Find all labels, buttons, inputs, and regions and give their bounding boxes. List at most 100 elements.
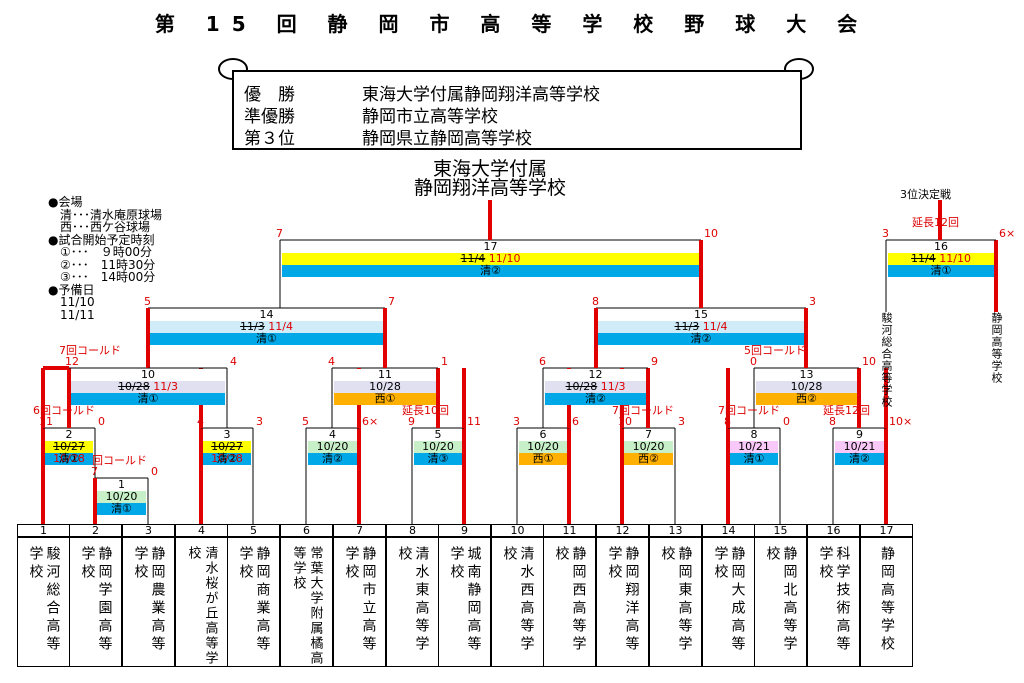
match-venue: 西① bbox=[519, 453, 567, 465]
match-number: 3 bbox=[203, 429, 251, 441]
match-note: 6回コールド bbox=[33, 404, 95, 417]
match-date: 10/20 bbox=[414, 441, 462, 453]
team-cell: 清水東高等学校 bbox=[386, 537, 439, 667]
team-name: 静岡市立高等学校 bbox=[343, 546, 377, 654]
team-cell: 静岡西高等学校 bbox=[543, 537, 596, 667]
score-left: 6 bbox=[539, 355, 546, 368]
match-note: 5回コールド bbox=[744, 344, 806, 357]
score-right: 9 bbox=[651, 355, 658, 368]
match-date-new: 11/4 bbox=[268, 320, 293, 333]
match-date-old: 11/4 bbox=[911, 252, 936, 265]
match-number: 2 bbox=[45, 429, 93, 441]
team-number: 5 bbox=[227, 524, 280, 537]
match-number: 8 bbox=[730, 429, 778, 441]
score-left: 4 bbox=[328, 355, 335, 368]
score-right: 10× bbox=[889, 415, 913, 428]
team-number: 1 bbox=[17, 524, 70, 537]
match-date-old: 10/28 bbox=[565, 380, 598, 393]
match-date: 10/20 bbox=[519, 441, 567, 453]
match-date-new: 11/3 bbox=[600, 380, 626, 393]
team-number: 10 bbox=[491, 524, 544, 537]
champion-line1: 東海大学付属 bbox=[432, 158, 547, 180]
team-name: 清水西高等学校 bbox=[501, 546, 535, 654]
match-note: 7回コールド bbox=[612, 404, 674, 417]
team-name: 静岡翔洋高等学校 bbox=[606, 546, 640, 654]
match-date: 10/28 11/3 bbox=[545, 381, 646, 393]
match-date: 10/20 bbox=[624, 441, 673, 453]
team-name: 清水東高等学校 bbox=[396, 546, 430, 654]
score-left: 7 bbox=[91, 465, 98, 478]
team-cell: 城南静岡高等学校 bbox=[438, 537, 491, 667]
match-date: 10/20 bbox=[308, 441, 357, 453]
page-title: 第 15 回 静 岡 市 高 等 学 校 野 球 大 会 bbox=[154, 12, 870, 36]
match-date: 10/28 bbox=[334, 381, 436, 393]
match-date: 11/4 11/10 bbox=[282, 253, 699, 265]
match-venue: 清① bbox=[730, 453, 778, 465]
score-left: 3 bbox=[513, 415, 520, 428]
match-number: 4 bbox=[308, 429, 357, 441]
team-number: 14 bbox=[702, 524, 755, 537]
score-right: 0 bbox=[151, 465, 158, 478]
team-number: 8 bbox=[386, 524, 439, 537]
team-number: 12 bbox=[596, 524, 649, 537]
score-left: 7 bbox=[276, 227, 283, 240]
match-note: 7回コールド bbox=[85, 454, 147, 467]
match-number: 10 bbox=[71, 369, 225, 381]
team-cell: 清水桜が丘高等学校 bbox=[175, 537, 228, 667]
team-name: 常葉大学附属橘高等学校 bbox=[290, 546, 323, 666]
team-name: 城南静岡高等学校 bbox=[448, 546, 482, 654]
score-left: 0 bbox=[750, 355, 757, 368]
score-left: 8 bbox=[592, 295, 599, 308]
team-cell: 清水西高等学校 bbox=[491, 537, 544, 667]
score-right: 6 bbox=[572, 415, 579, 428]
score-left: 12 bbox=[65, 355, 79, 368]
team-number: 2 bbox=[69, 524, 122, 537]
team-number: 11 bbox=[543, 524, 596, 537]
score-left: 8 bbox=[829, 415, 836, 428]
third-left-team: 駿河総合高等学校 bbox=[880, 312, 893, 408]
match-date: 11/3 11/4 bbox=[150, 321, 383, 333]
third-right-team: 静岡高等学校 bbox=[990, 312, 1003, 384]
team-cell: 駿河総合高等学校 bbox=[17, 537, 70, 667]
match-number: 12 bbox=[545, 369, 646, 381]
match-venue: 西② bbox=[624, 453, 673, 465]
match-venue: 西② bbox=[756, 393, 857, 405]
match-date: 10/28 11/3 bbox=[71, 381, 225, 393]
team-cell: 静岡市立高等学校 bbox=[333, 537, 386, 667]
team-name: 静岡大成高等学校 bbox=[712, 546, 746, 654]
match-number: 5 bbox=[414, 429, 462, 441]
info-legend: ●会場 清･･･清水庵原球場 西･･･西ケ谷球場 ●試合開始予定時刻 ①･･･ … bbox=[48, 195, 163, 322]
match-date-new: 11/10 bbox=[939, 252, 971, 265]
team-number: 6 bbox=[280, 524, 333, 537]
team-number: 4 bbox=[175, 524, 228, 537]
match-box-3: 310/27 10/28清② bbox=[203, 429, 251, 465]
result-winner: 優 勝東海大学付属静岡翔洋高等学校 bbox=[244, 85, 600, 105]
team-number: 16 bbox=[807, 524, 860, 537]
score-right: 4 bbox=[230, 355, 237, 368]
match-number: 1 bbox=[97, 479, 146, 491]
match-date-old: 10/27 bbox=[53, 440, 85, 453]
result-runnerup: 準優勝静岡市立高等学校 bbox=[244, 107, 498, 127]
team-name: 静岡農業高等学校 bbox=[132, 546, 166, 654]
match-number: 6 bbox=[519, 429, 567, 441]
score-left: 10 bbox=[618, 415, 632, 428]
score-left: 11 bbox=[39, 415, 53, 428]
match-date: 10/21 bbox=[835, 441, 884, 453]
match-number: 7 bbox=[624, 429, 673, 441]
match-note: 7回コールド bbox=[59, 344, 121, 357]
match-date-old: 11/4 bbox=[460, 252, 486, 265]
match-number: 13 bbox=[756, 369, 857, 381]
